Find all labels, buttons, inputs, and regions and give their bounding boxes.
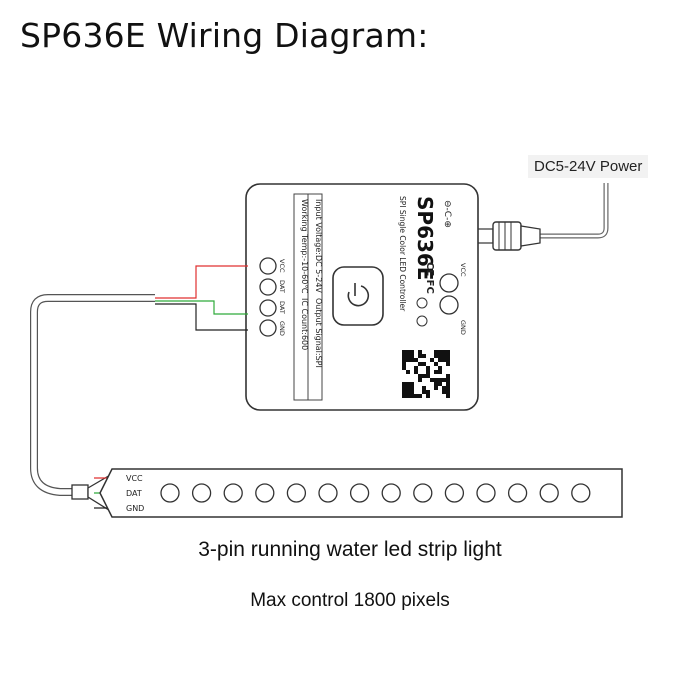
wire-vcc [155, 265, 248, 299]
model-name: SP636E [413, 196, 437, 280]
wire-gnd [155, 303, 248, 331]
dc-jack [476, 221, 541, 251]
led-dot [255, 483, 275, 503]
spec-line-4: IC Count:600 [300, 298, 309, 350]
led-dot [191, 483, 212, 503]
led-dot [476, 483, 496, 503]
spec-line-2: Output Signal:SPI [314, 298, 323, 368]
led-dot [318, 483, 338, 503]
recycle-icon [416, 315, 428, 327]
pin-label-vcc-right: VCC [459, 263, 467, 277]
power-terminal-gnd [439, 295, 459, 315]
pin-label-dat: DAT [278, 301, 286, 314]
led-dot [286, 483, 307, 503]
led-row [160, 483, 591, 503]
pin-label-dat: DAT [278, 280, 286, 293]
no-bin-icon [416, 297, 428, 309]
led-dot [539, 483, 559, 503]
cable-connector [71, 484, 89, 500]
power-label: DC5-24V Power [528, 155, 649, 178]
power-terminal-vcc [439, 273, 459, 293]
led-dot [381, 483, 401, 503]
terminal-hole [259, 299, 277, 317]
cert-marks: CE FC [424, 262, 435, 294]
spec-line-1: Input Voltage:DC 5-24V [314, 199, 323, 293]
terminal-hole [259, 278, 277, 296]
model-subtitle: SPI Single Color LED Controller [398, 196, 407, 312]
led-dot [507, 483, 528, 503]
strip-caption: 3-pin running water led strip light [198, 538, 502, 561]
led-dot [571, 483, 591, 503]
qr-code [402, 350, 450, 398]
power-button [332, 266, 384, 326]
terminal-hole [259, 257, 277, 275]
pin-label-gnd: GND [278, 321, 286, 336]
pin-label-gnd-right: GND [459, 320, 467, 335]
led-dot [444, 483, 465, 503]
strip-label-dat: DAT [126, 489, 142, 498]
strip-label-gnd: GND [126, 504, 144, 513]
page-title: SP636E Wiring Diagram: [20, 16, 429, 55]
power-cable [540, 183, 609, 239]
power-polarity-icon: ⊖-C-⊕ [442, 200, 452, 228]
spec-line-3: Working Temp:-10-60℃ [300, 199, 309, 293]
led-dot [349, 483, 370, 503]
strip-cable [30, 294, 155, 496]
max-pixels-caption: Max control 1800 pixels [250, 590, 450, 611]
pin-label-vcc: VCC [278, 259, 286, 273]
led-dot [413, 483, 433, 503]
terminal-hole [259, 319, 277, 337]
led-dot [223, 483, 243, 503]
led-dot [160, 483, 180, 503]
strip-label-vcc: VCC [126, 474, 143, 483]
wire-dat [155, 300, 248, 315]
